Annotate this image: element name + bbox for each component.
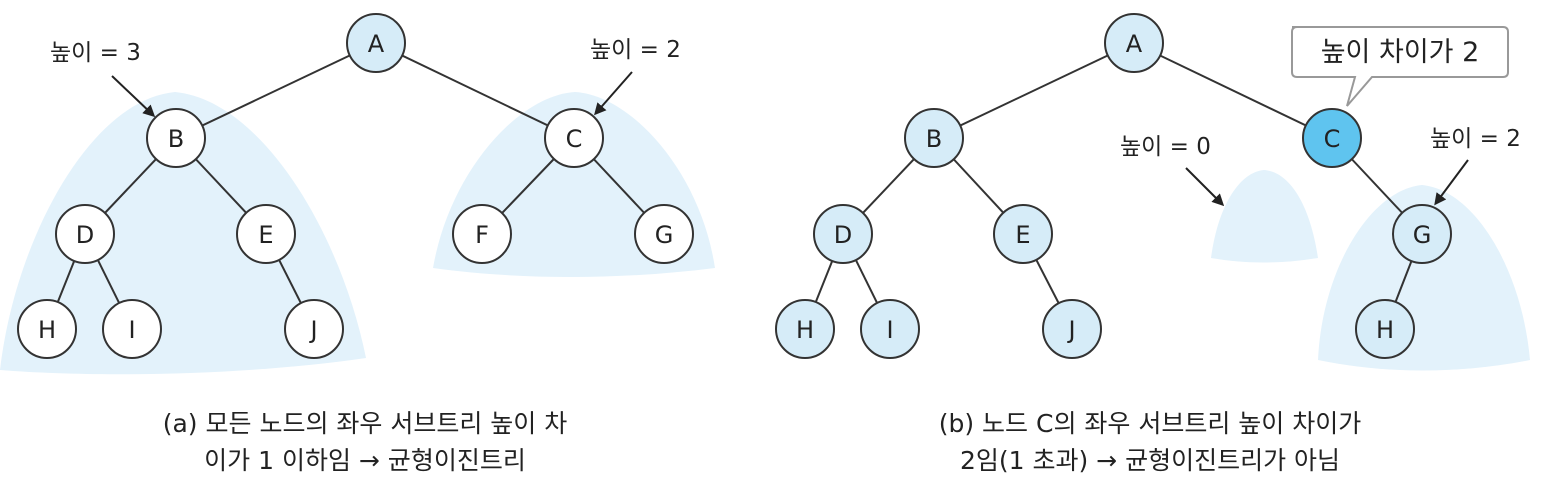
left-height-arrow: [111, 75, 156, 118]
node-label: I: [128, 316, 135, 344]
right-height-label: 높이 = 2: [590, 37, 681, 63]
node-label: H: [38, 316, 56, 344]
node-b-B: B: [904, 108, 964, 168]
node-label: D: [834, 221, 852, 249]
node-a-H: H: [17, 299, 77, 359]
panel-b: A B C D E G H I: [775, 13, 1530, 475]
panel-a: A B C D E F G H: [0, 13, 715, 475]
node-a-I: I: [102, 299, 162, 359]
node-b-D: D: [813, 204, 873, 264]
left-height-label: 높이 = 3: [50, 40, 141, 66]
node-label: H: [796, 316, 814, 344]
empty-subtree-shade: [1211, 170, 1318, 263]
node-label: A: [1126, 30, 1143, 58]
node-label: C: [566, 125, 583, 153]
node-label: B: [926, 125, 942, 153]
node-a-A: A: [346, 13, 406, 73]
empty-height-label: 높이 = 0: [1120, 134, 1211, 160]
node-label: A: [368, 30, 385, 58]
node-label: B: [168, 125, 184, 153]
caption-a-line1: (a) 모든 노드의 좌우 서브트리 높이 차: [163, 409, 568, 438]
node-label: E: [1015, 221, 1030, 249]
node-label: E: [258, 221, 273, 249]
node-label: I: [886, 316, 893, 344]
node-b-C: C: [1302, 108, 1362, 168]
node-b-I: I: [860, 299, 920, 359]
node-label: D: [76, 221, 94, 249]
node-a-G: G: [634, 204, 694, 264]
node-b-E: E: [993, 204, 1053, 264]
height-difference-callout: 높이 차이가 2: [1291, 26, 1509, 107]
left-subtree-shade: [0, 92, 366, 375]
node-a-D: D: [55, 204, 115, 264]
empty-height-arrow: [1185, 167, 1225, 207]
node-label: F: [475, 221, 489, 249]
node-label: C: [1324, 125, 1341, 153]
node-b-J: J: [1042, 299, 1102, 359]
node-b-A: A: [1104, 13, 1164, 73]
right-height-arrow-b: [1434, 159, 1469, 206]
edges-b: [804, 42, 1423, 330]
node-a-J: J: [284, 299, 344, 359]
node-b-G: G: [1392, 204, 1452, 264]
node-label: H: [1376, 316, 1394, 344]
caption-b-line2: 2임(1 초과) → 균형이진트리가 아님: [960, 446, 1340, 475]
caption-b-line1: (b) 노드 C의 좌우 서브트리 높이 차이가: [939, 409, 1362, 438]
node-label: J: [1066, 316, 1075, 344]
node-label: J: [308, 316, 317, 344]
node-a-E: E: [236, 204, 296, 264]
right-height-label-b: 높이 = 2: [1430, 126, 1521, 152]
right-height-arrow: [594, 71, 633, 116]
node-b-H: H: [775, 299, 835, 359]
caption-a-line2: 이가 1 이하임 → 균형이진트리: [204, 446, 526, 475]
callout-text: 높이 차이가 2: [1321, 37, 1480, 68]
node-b-H2: H: [1355, 299, 1415, 359]
node-a-B: B: [146, 108, 206, 168]
node-a-F: F: [452, 204, 512, 264]
node-label: G: [655, 221, 674, 249]
node-a-C: C: [544, 108, 604, 168]
node-label: G: [1413, 221, 1432, 249]
